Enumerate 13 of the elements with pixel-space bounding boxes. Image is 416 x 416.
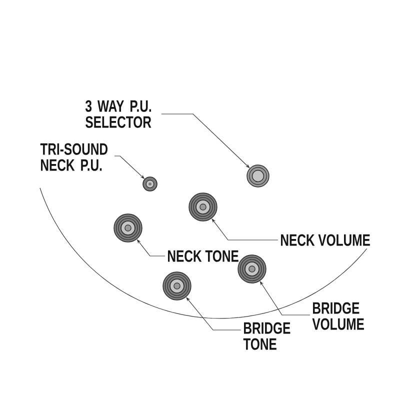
callout-text: NECK TONE xyxy=(168,250,238,262)
callout-text: 3 WAY P.U. SELECTOR xyxy=(85,100,152,128)
control-knob xyxy=(142,176,158,192)
callout-text: NECK VOLUME xyxy=(281,234,370,246)
control-knob xyxy=(162,272,192,300)
callout-text: TRI-SOUND NECK P.U. xyxy=(40,143,108,171)
control-knob xyxy=(114,214,142,242)
callout-text: BRIDGE VOLUME xyxy=(312,302,364,330)
control-knob xyxy=(188,192,218,222)
control-knob xyxy=(246,164,270,188)
leader-arrow xyxy=(186,297,242,330)
control-knob xyxy=(238,254,266,284)
callout-text: BRIDGE TONE xyxy=(243,322,290,350)
